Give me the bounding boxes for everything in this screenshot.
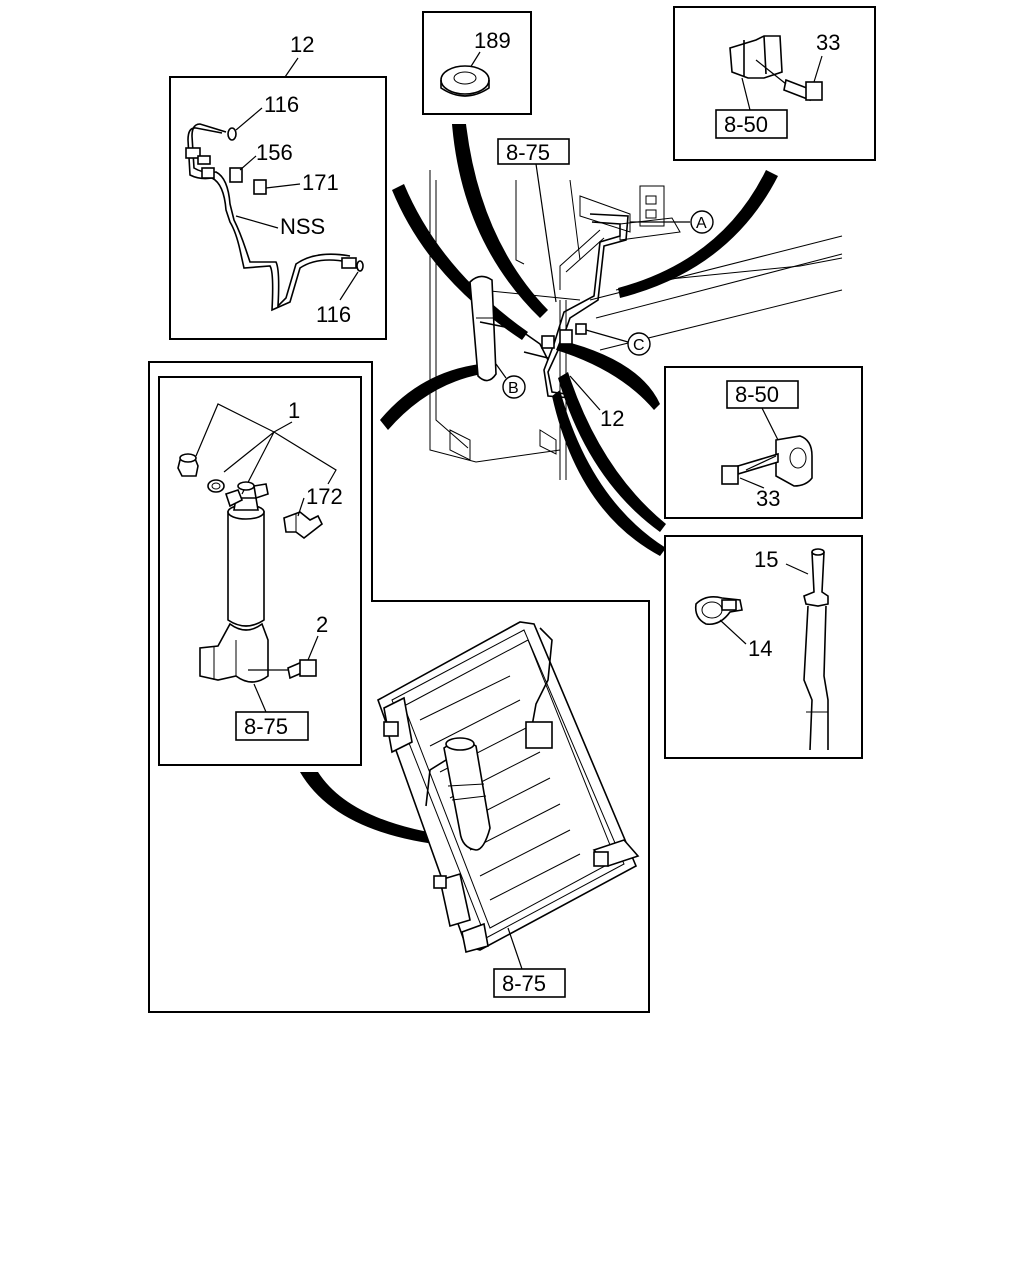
clip-box-top: 33 8-50 [673, 6, 876, 161]
pipe-kit-box: 12 116 156 171 NSS 116 [169, 32, 387, 340]
ref-8-50-mid: 8-50 [735, 382, 779, 407]
circle-tag-c [627, 332, 651, 356]
condenser-illustration: 8-75 [377, 621, 640, 998]
ref-8-50-top: 8-50 [724, 112, 768, 137]
ref-8-75-inner: 8-75 [244, 714, 288, 739]
callout-33-top: 33 [816, 30, 840, 55]
circle-tag-a [690, 210, 714, 234]
grommet-box: 189 [422, 11, 532, 115]
callout-nss: NSS [280, 214, 325, 239]
ref-8-75-top: 8-75 [506, 140, 550, 165]
circle-tag-a-label: A [696, 215, 707, 232]
clip-box-mid: 8-50 33 [664, 366, 863, 519]
callout-172: 172 [306, 484, 343, 509]
callout-116-a: 116 [264, 92, 299, 117]
callout-1: 1 [288, 398, 300, 423]
receiver-drier-box: 1 2 172 [158, 376, 362, 766]
callout-156: 156 [256, 140, 293, 165]
callout-12-mid: 12 [600, 406, 624, 431]
callout-2: 2 [316, 612, 328, 637]
callout-12-top: 12 [290, 32, 314, 57]
callout-14: 14 [748, 636, 772, 661]
main-assembly: 8-75 A B [429, 138, 843, 480]
callout-116-b: 116 [316, 302, 351, 327]
ref-8-75-bottom: 8-75 [502, 971, 546, 996]
callout-189: 189 [474, 28, 511, 53]
hose-box: 15 14 [664, 535, 863, 759]
callout-33-mid: 33 [756, 486, 780, 511]
circle-tag-b [502, 375, 526, 399]
circle-tag-c-label: C [633, 337, 645, 354]
condenser-box: 1 2 172 [148, 361, 650, 1013]
callout-15: 15 [754, 547, 778, 572]
callout-171: 171 [302, 170, 339, 195]
circle-tag-b-label: B [508, 380, 519, 397]
